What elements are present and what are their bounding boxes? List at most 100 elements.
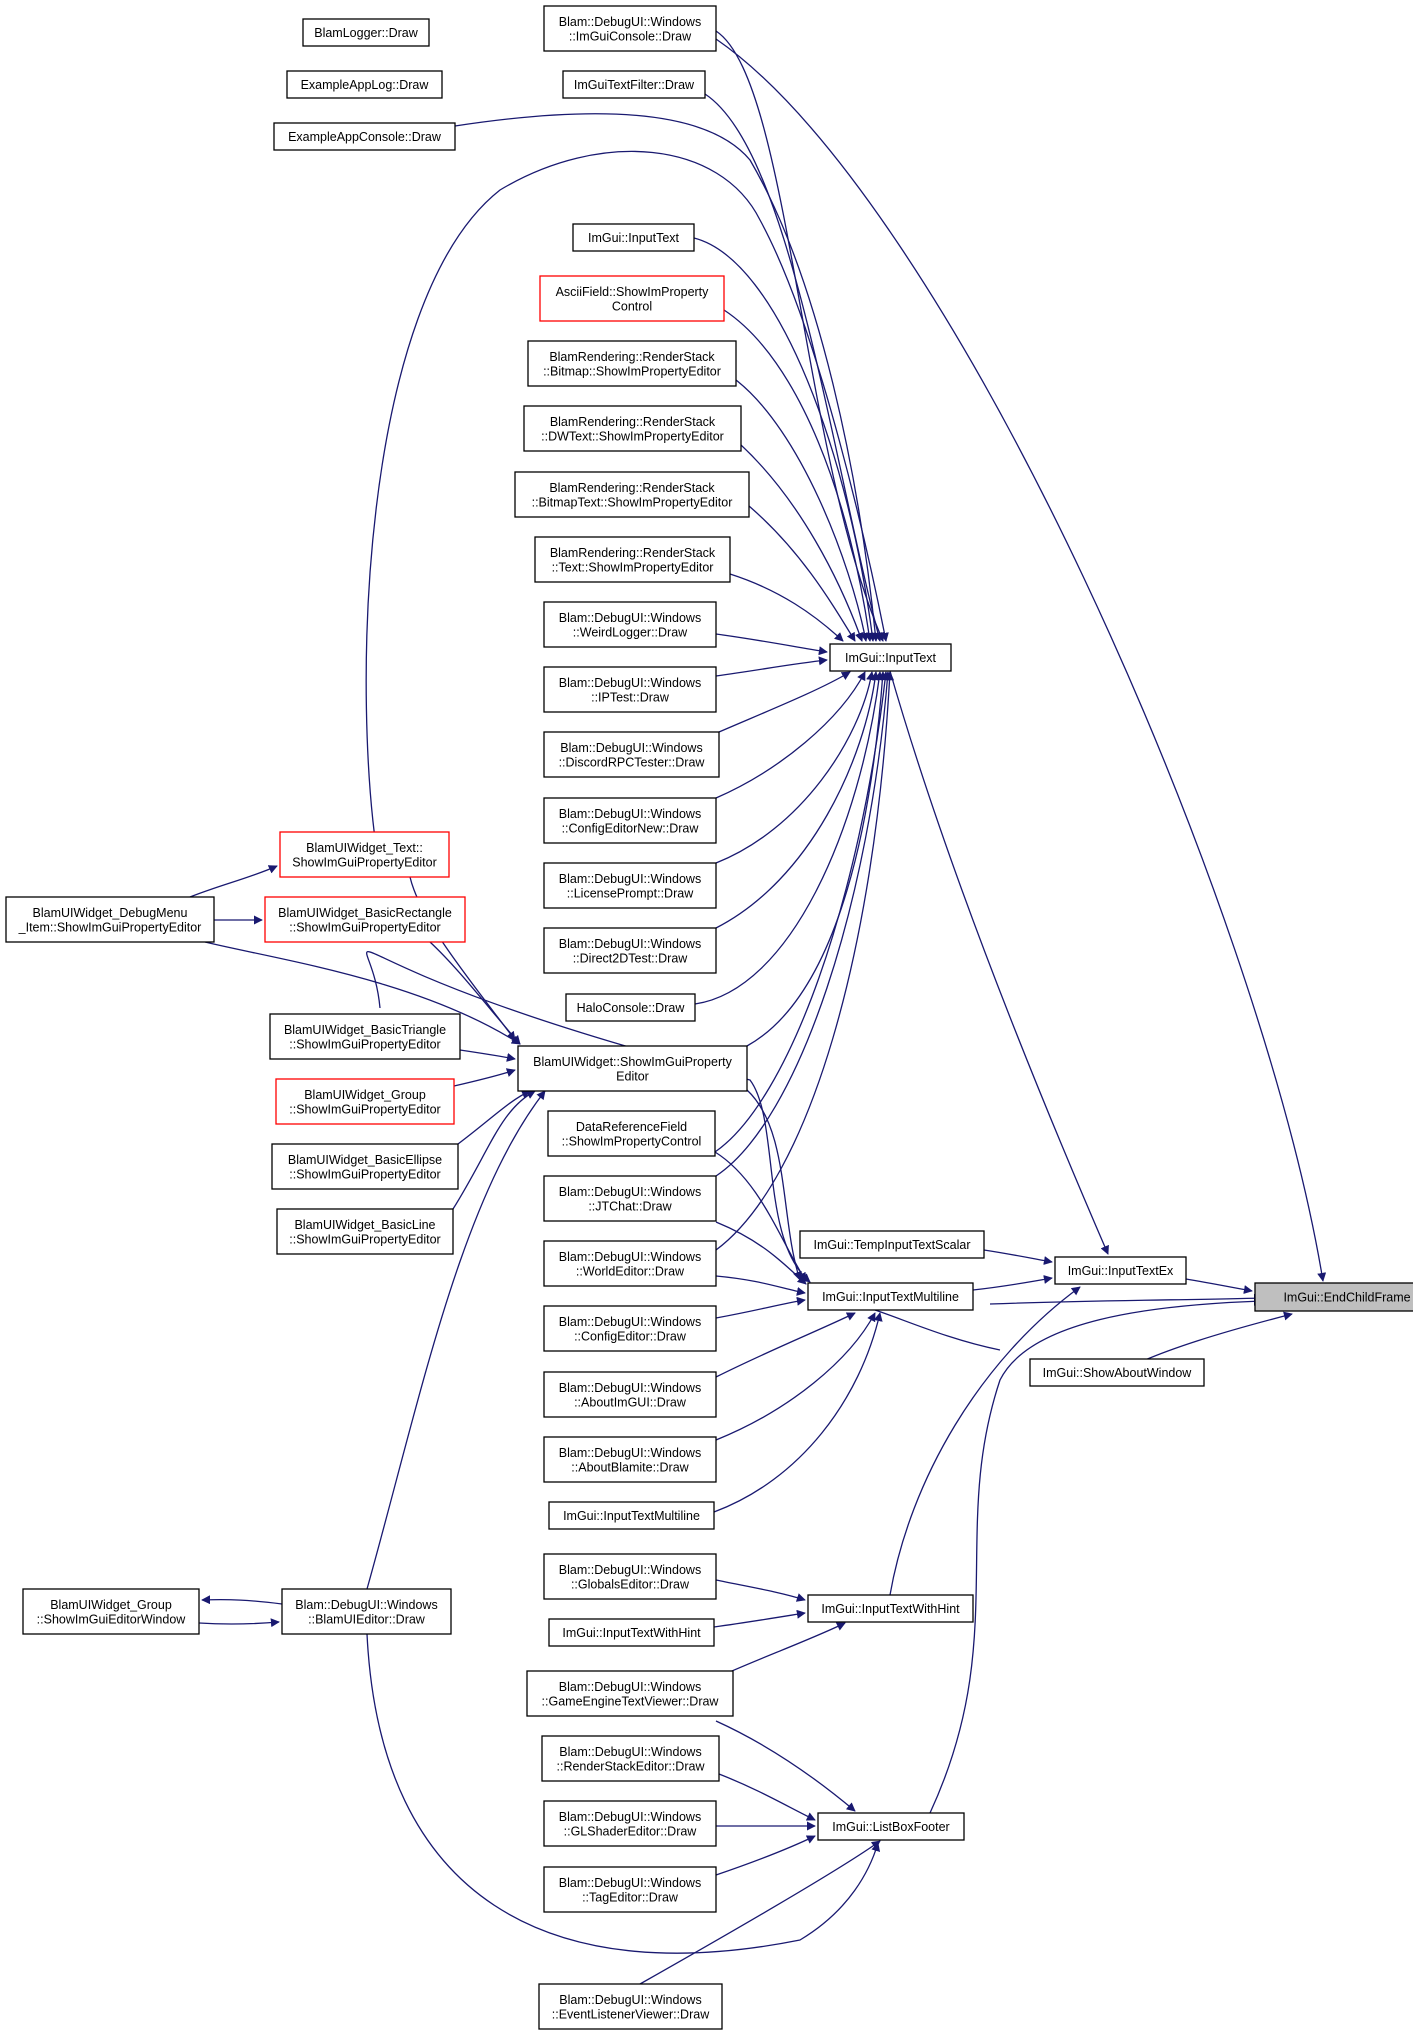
node-label: Editor	[616, 1069, 649, 1083]
call-edge-24	[694, 671, 884, 1005]
node-blamuieditor[interactable]: Blam::DebugUI::Windows::BlamUIEditor::Dr…	[281, 1588, 452, 1635]
node-label: HaloConsole::Draw	[577, 1001, 686, 1015]
node-listboxfooter[interactable]: ImGui::ListBoxFooter	[817, 1812, 965, 1841]
node-imguiconsole[interactable]: Blam::DebugUI::Windows::ImGuiConsole::Dr…	[543, 5, 717, 52]
node-weirdlogger[interactable]: Blam::DebugUI::Windows::WeirdLogger::Dra…	[543, 601, 717, 648]
call-edge-33	[715, 1275, 806, 1296]
node-inputtextex[interactable]: ImGui::InputTextEx	[1054, 1256, 1187, 1285]
node-widget-basictriangle[interactable]: BlamUIWidget_BasicTriangle::ShowImGuiPro…	[269, 1013, 461, 1060]
call-edge-41	[715, 1622, 846, 1679]
node-rs-bitmap[interactable]: BlamRendering::RenderStack::Bitmap::Show…	[527, 340, 737, 387]
call-edge-47	[366, 1633, 881, 1954]
node-tempinputtextscalar[interactable]: ImGui::TempInputTextScalar	[799, 1230, 985, 1259]
node-box	[273, 122, 456, 151]
node-label: Blam::DebugUI::Windows	[559, 1680, 701, 1694]
call-edge-29	[715, 671, 895, 1251]
node-eventlistener[interactable]: Blam::DebugUI::Windows::EventListenerVie…	[538, 1983, 723, 2030]
call-edge-51	[453, 1068, 516, 1087]
node-inputtextwithhint2[interactable]: ImGui::InputTextWithHint	[548, 1618, 715, 1647]
node-inputtext2[interactable]: ImGui::InputText	[572, 223, 695, 252]
node-label: ::TagEditor::Draw	[582, 1890, 679, 1904]
node-label: BlamRendering::RenderStack	[550, 546, 716, 560]
node-licenseprompt[interactable]: Blam::DebugUI::Windows::LicensePrompt::D…	[543, 862, 717, 909]
node-label: ::RenderStackEditor::Draw	[557, 1759, 706, 1773]
node-box	[807, 1282, 974, 1311]
call-edge-12	[693, 237, 877, 642]
node-asciifield[interactable]: AsciiField::ShowImPropertyControl	[539, 275, 725, 322]
node-label: BlamUIWidget_BasicTriangle	[284, 1023, 446, 1037]
node-label: Blam::DebugUI::Windows	[559, 1250, 701, 1264]
node-label: ::Bitmap::ShowImPropertyEditor	[543, 364, 721, 378]
call-edge-56	[189, 865, 278, 898]
node-label: ::AboutBlamite::Draw	[571, 1460, 689, 1474]
node-label: ImGui::InputText	[845, 651, 937, 665]
node-widget-basicellipse[interactable]: BlamUIWidget_BasicEllipse::ShowImGuiProp…	[271, 1143, 459, 1190]
node-inputtextwithhint[interactable]: ImGui::InputTextWithHint	[807, 1594, 974, 1623]
node-label: ::ShowImGuiPropertyEditor	[289, 1102, 440, 1116]
node-showaboutwindow[interactable]: ImGui::ShowAboutWindow	[1029, 1358, 1205, 1387]
node-label: ::AboutImGUI::Draw	[574, 1395, 687, 1409]
node-aboutblamite[interactable]: Blam::DebugUI::Windows::AboutBlamite::Dr…	[543, 1436, 717, 1483]
node-label: ::ImGuiConsole::Draw	[569, 29, 692, 43]
node-tageditor[interactable]: Blam::DebugUI::Windows::TagEditor::Draw	[543, 1866, 717, 1913]
node-haloconsole[interactable]: HaloConsole::Draw	[565, 993, 696, 1022]
node-discordrpc[interactable]: Blam::DebugUI::Windows::DiscordRPCTester…	[543, 731, 720, 778]
node-label: ImGui::ShowAboutWindow	[1043, 1366, 1193, 1380]
node-label: BlamUIWidget_BasicRectangle	[278, 906, 452, 920]
call-edge-37	[713, 1312, 883, 1513]
node-worldeditor[interactable]: Blam::DebugUI::Windows::WorldEditor::Dra…	[543, 1240, 717, 1287]
node-widget-spe[interactable]: BlamUIWidget::ShowImGuiPropertyEditor	[517, 1045, 748, 1092]
node-glshadereditor[interactable]: Blam::DebugUI::Windows::GLShaderEditor::…	[543, 1800, 717, 1847]
node-box	[1029, 1358, 1205, 1387]
node-debugmenu-item[interactable]: BlamUIWidget_DebugMenu_Item::ShowImGuiPr…	[5, 896, 215, 943]
node-iptest[interactable]: Blam::DebugUI::Windows::IPTest::Draw	[543, 666, 717, 713]
node-box	[543, 1371, 717, 1418]
node-box	[829, 643, 952, 672]
call-edge-49	[429, 941, 521, 1045]
node-label: ::BlamUIEditor::Draw	[308, 1612, 426, 1626]
node-rs-text[interactable]: BlamRendering::RenderStack::Text::ShowIm…	[534, 536, 731, 583]
node-aboutimgui[interactable]: Blam::DebugUI::Windows::AboutImGUI::Draw	[543, 1371, 717, 1418]
node-exampleappconsole[interactable]: ExampleAppConsole::Draw	[273, 122, 456, 151]
call-edge-16	[748, 505, 856, 642]
node-box	[271, 1143, 459, 1190]
node-inputtextmultiline[interactable]: ImGui::InputTextMultiline	[807, 1282, 974, 1311]
call-edge-59	[201, 1595, 283, 1605]
node-inputtext[interactable]: ImGui::InputText	[829, 643, 952, 672]
node-box	[275, 1078, 455, 1125]
node-widget-text[interactable]: BlamUIWidget_Text::ShowImGuiPropertyEdit…	[279, 831, 450, 878]
node-datareference[interactable]: DataReferenceField::ShowImPropertyContro…	[547, 1110, 716, 1157]
node-label: ImGui::TempInputTextScalar	[813, 1238, 970, 1252]
node-widget-basicline[interactable]: BlamUIWidget_BasicLine::ShowImGuiPropert…	[276, 1208, 454, 1255]
node-box	[543, 1800, 717, 1847]
node-box	[562, 70, 706, 99]
node-label: ::IPTest::Draw	[591, 690, 670, 704]
node-rs-bitmaptext[interactable]: BlamRendering::RenderStack::BitmapText::…	[514, 471, 750, 518]
node-label: BlamUIWidget_BasicEllipse	[288, 1153, 442, 1167]
node-box	[543, 797, 717, 844]
call-edge-30	[746, 1089, 802, 1281]
node-label: BlamUIWidget_BasicLine	[294, 1218, 435, 1232]
node-globalseditor[interactable]: Blam::DebugUI::Windows::GlobalsEditor::D…	[543, 1553, 717, 1600]
node-inputtextmultiline2[interactable]: ImGui::InputTextMultiline	[548, 1501, 715, 1530]
node-blamlogger[interactable]: BlamLogger::Draw	[302, 18, 430, 47]
node-group-editorwindow[interactable]: BlamUIWidget_Group::ShowImGuiEditorWindo…	[22, 1588, 200, 1635]
node-jtchat[interactable]: Blam::DebugUI::Windows::JTChat::Draw	[543, 1175, 717, 1222]
node-widget-basicrect[interactable]: BlamUIWidget_BasicRectangle::ShowImGuiPr…	[264, 896, 466, 943]
node-label: DataReferenceField	[576, 1120, 687, 1134]
node-widget-group[interactable]: BlamUIWidget_Group::ShowImGuiPropertyEdi…	[275, 1078, 455, 1125]
node-box	[817, 1812, 965, 1841]
node-gameenginetext[interactable]: Blam::DebugUI::Windows::GameEngineTextVi…	[526, 1670, 734, 1717]
node-renderstackeditor[interactable]: Blam::DebugUI::Windows::RenderStackEdito…	[541, 1735, 720, 1782]
node-label: ImGui::InputTextWithHint	[562, 1626, 701, 1640]
node-configeditornew[interactable]: Blam::DebugUI::Windows::ConfigEditorNew:…	[543, 797, 717, 844]
node-rs-dwtext[interactable]: BlamRendering::RenderStack::DWText::Show…	[523, 405, 742, 452]
node-configeditor[interactable]: Blam::DebugUI::Windows::ConfigEditor::Dr…	[543, 1305, 717, 1352]
node-direct2dtest[interactable]: Blam::DebugUI::Windows::Direct2DTest::Dr…	[543, 927, 717, 974]
node-endchildframe[interactable]: ImGui::EndChildFrame	[1254, 1282, 1413, 1312]
node-textfilter[interactable]: ImGuiTextFilter::Draw	[562, 70, 706, 99]
node-exampleapplog[interactable]: ExampleAppLog::Draw	[286, 70, 443, 99]
node-label: BlamRendering::RenderStack	[549, 481, 715, 495]
node-box	[264, 896, 466, 943]
